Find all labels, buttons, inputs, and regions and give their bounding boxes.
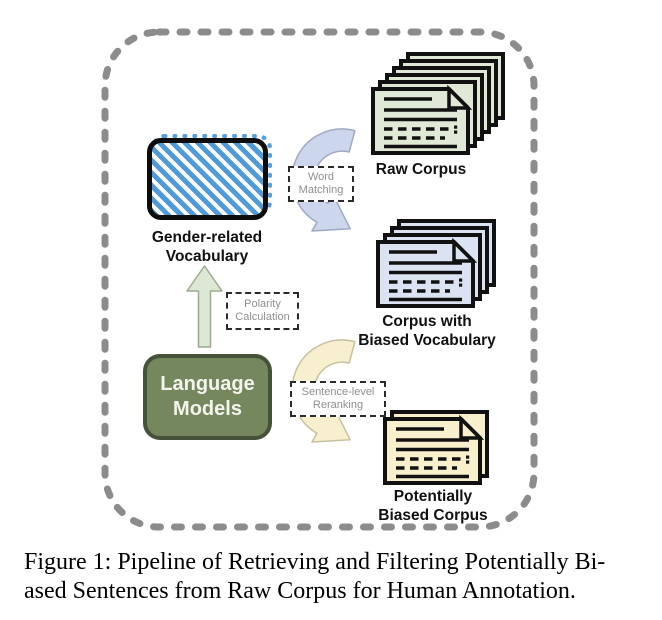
biased-vocab-corpus-label-line2: Biased Vocabulary <box>358 332 496 349</box>
gender-vocabulary-label-line2: Vocabulary <box>165 248 249 265</box>
word-matching-step-box: Word Matching <box>288 166 354 202</box>
raw-corpus-stack-icon <box>371 52 505 155</box>
potentially-biased-corpus-label: Potentially Biased Corpus <box>343 487 523 525</box>
figure-caption-line1: Figure 1: Pipeline of Retrieving and Fil… <box>24 549 606 575</box>
language-models-label-line1: Language <box>160 373 255 395</box>
potentially-biased-corpus-label-line1: Potentially <box>393 488 473 505</box>
biased-vocab-corpus-stack-icon <box>376 219 496 308</box>
polarity-line1: Polarity <box>244 297 281 310</box>
biased-vocab-corpus-label-line1: Corpus with <box>382 313 472 330</box>
language-models-label-line2: Models <box>173 398 242 420</box>
reranking-line2: Reranking <box>312 399 364 411</box>
word-matching-line2: Matching <box>298 184 344 196</box>
polarity-calculation-step-box: Polarity Calculation <box>226 292 299 330</box>
gender-vocabulary-label-line1: Gender-related <box>151 229 263 246</box>
word-matching-line1: Word <box>307 170 335 183</box>
gender-vocabulary-box <box>147 138 268 220</box>
polarity-line2: Calculation <box>235 311 290 323</box>
potentially-biased-corpus-stack-icon <box>383 410 489 485</box>
language-models-box: Language Models <box>143 354 272 440</box>
gender-vocabulary-label: Gender-related Vocabulary <box>117 228 297 266</box>
reranking-line1: Sentence-level <box>301 385 375 398</box>
figure-caption: Figure 1: Pipeline of Retrieving and Fil… <box>24 548 646 606</box>
polarity-arrow <box>186 265 223 348</box>
biased-vocab-corpus-label: Corpus with Biased Vocabulary <box>327 312 527 350</box>
sentence-reranking-step-box: Sentence-level Reranking <box>290 381 386 417</box>
raw-corpus-label: Raw Corpus <box>375 161 467 178</box>
figure-caption-line2: ased Sentences from Raw Corpus for Human… <box>24 578 576 604</box>
potentially-biased-corpus-label-line2: Biased Corpus <box>378 507 488 524</box>
